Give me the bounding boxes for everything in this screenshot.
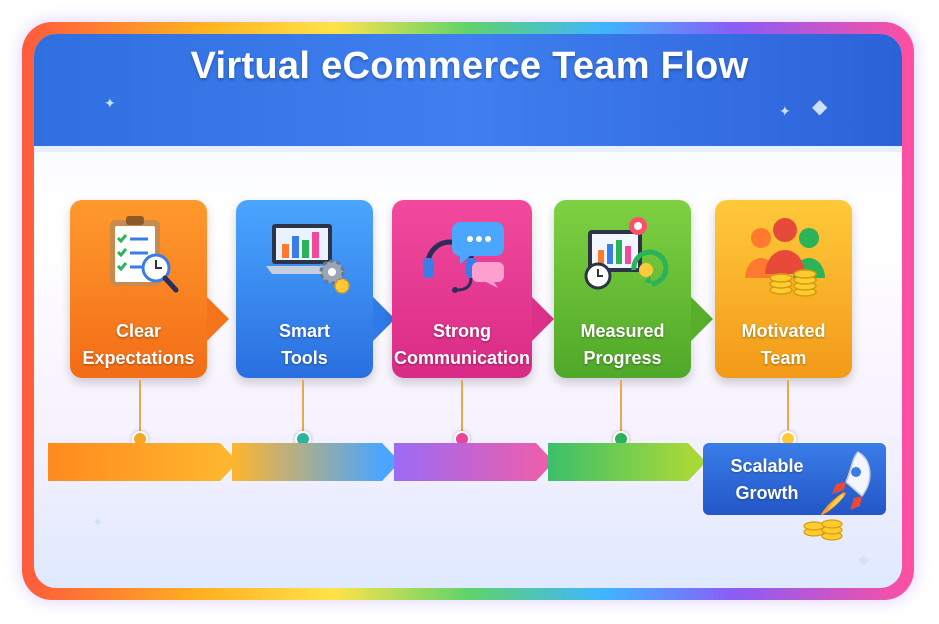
arrow-right-icon [207, 297, 229, 341]
connector-line [139, 380, 141, 435]
flow-band-segment [394, 443, 554, 481]
connector-line [620, 380, 622, 435]
clipboard-checklist-icon [110, 216, 179, 293]
sparkle-icon: ✦ [779, 104, 791, 120]
sparkle-icon: ✦ [104, 96, 116, 112]
title-banner: ✦ ✦ ◆ [34, 34, 902, 152]
diagram-title: Virtual eCommerce Team Flow [190, 45, 749, 87]
team-coins-icon [745, 218, 825, 297]
arrow-right-icon [691, 297, 713, 341]
laptop-gears-icon [266, 224, 350, 294]
sparkle-icon: ◆ [812, 94, 828, 118]
flow-band-segment [232, 443, 400, 481]
sparkle-icon: ◆ [858, 552, 869, 568]
arrow-right-icon [688, 443, 706, 481]
connector-line [787, 380, 789, 430]
arrow-right-icon [373, 297, 395, 341]
connector-line [302, 380, 304, 435]
sparkle-icon: ✦ [92, 515, 104, 531]
rocket-icon [803, 451, 871, 541]
dashboard-chart-icon [584, 217, 669, 290]
flow-band-segment [48, 443, 238, 481]
headset-chat-icon [423, 222, 504, 293]
flow-band-segment [548, 443, 706, 481]
connector-line [461, 380, 463, 435]
arrow-right-icon [532, 297, 554, 341]
